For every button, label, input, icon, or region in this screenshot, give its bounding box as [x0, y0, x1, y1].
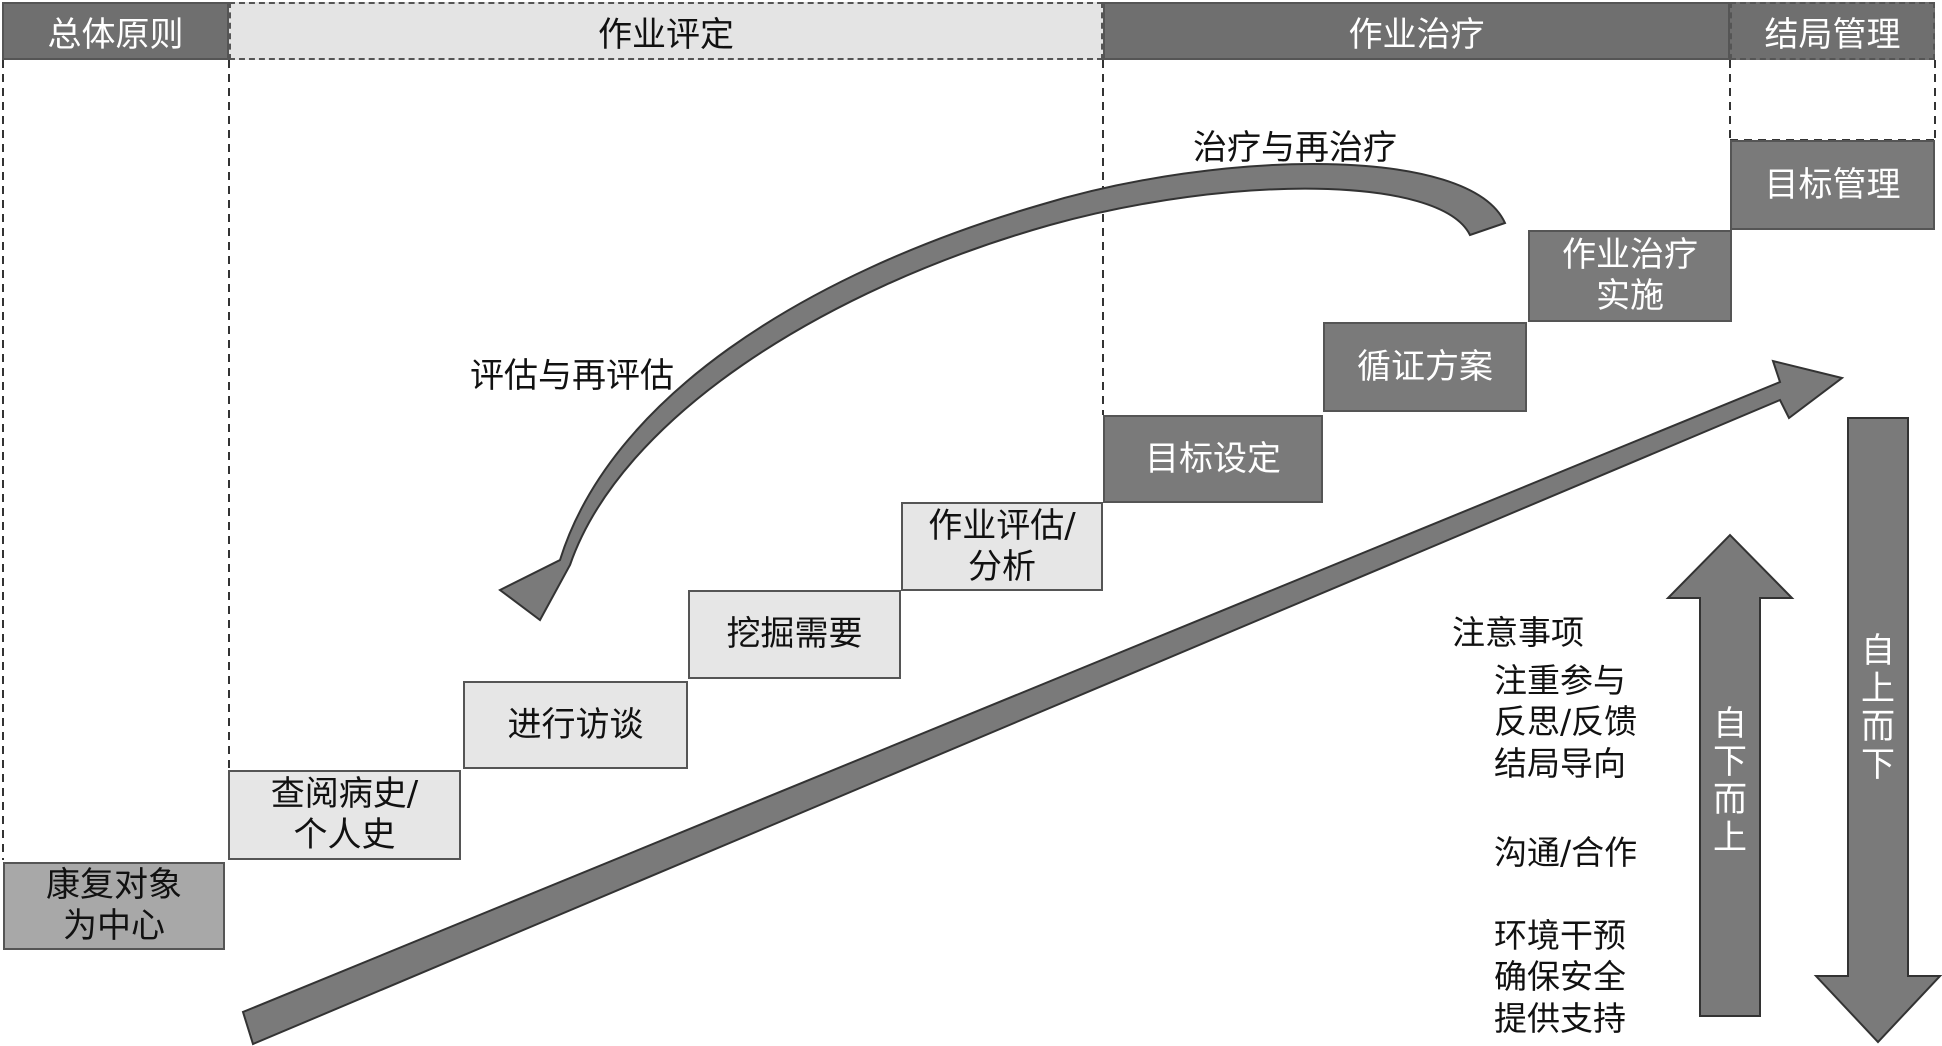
note-item: 反思/反馈: [1494, 702, 1638, 742]
notes-group-2: 沟通/合作: [1494, 832, 1637, 873]
step-review-history-label: 查阅病史/ 个人史: [270, 774, 419, 855]
curved-cycle-arrow: [498, 163, 1507, 622]
step-client-centered-label: 康复对象 为中心: [46, 865, 182, 946]
header-treatment: 作业治疗: [1103, 2, 1730, 60]
step-goal-setting: 目标设定: [1103, 415, 1323, 503]
step-occupational-assessment-label: 作业评估/ 分析: [928, 505, 1076, 587]
step-ot-implementation-label: 作业治疗 实施: [1562, 235, 1698, 316]
step-occupational-assessment: 作业评估/ 分析: [901, 502, 1103, 591]
note-item: 注重参与: [1494, 661, 1626, 700]
label-assess-reassess: 评估与再评估: [470, 356, 674, 396]
step-goal-setting-label: 目标设定: [1145, 438, 1281, 479]
diagonal-progress-arrow: [241, 359, 1845, 1046]
step-client-centered: 康复对象 为中心: [3, 862, 225, 950]
step-evidence-plan: 循证方案: [1323, 322, 1527, 412]
notes-title: 注意事项: [1452, 613, 1584, 652]
step-explore-needs-label: 挖掘需要: [726, 614, 863, 655]
bottom-up-arrow: [1665, 533, 1795, 1017]
step-explore-needs: 挖掘需要: [688, 590, 901, 679]
header-treatment-label: 作业治疗: [1348, 14, 1485, 55]
label-treat-retreat: 治疗与再治疗: [1193, 128, 1397, 168]
top-down-label: 自上而下: [1861, 631, 1895, 786]
step-ot-implementation: 作业治疗 实施: [1528, 230, 1732, 322]
top-down-arrow: [1813, 417, 1942, 1044]
note-item: 沟通/合作: [1494, 833, 1638, 872]
header-evaluation-label: 作业评定: [598, 14, 734, 55]
note-item: 环境干预: [1494, 916, 1626, 955]
header-principle-label: 总体原则: [47, 14, 184, 55]
step-review-history: 查阅病史/ 个人史: [228, 770, 461, 860]
step-evidence-plan-label: 循证方案: [1357, 346, 1493, 387]
bottom-up-label: 自下而上: [1713, 704, 1747, 859]
note-item: 结局导向: [1494, 743, 1626, 783]
notes-group-3: 环境干预 确保安全 提供支持: [1494, 915, 1626, 1039]
step-interview-label: 进行访谈: [507, 704, 644, 745]
step-goal-management: 目标管理: [1730, 140, 1935, 230]
note-item: 确保安全: [1494, 957, 1626, 997]
step-goal-management-label: 目标管理: [1764, 164, 1901, 205]
notes-group-1: 注重参与 反思/反馈 结局导向: [1494, 660, 1637, 784]
note-item: 提供支持: [1494, 998, 1626, 1038]
header-outcome-label: 结局管理: [1764, 14, 1901, 55]
header-outcome: 结局管理: [1730, 2, 1935, 60]
header-evaluation: 作业评定: [229, 2, 1103, 60]
header-principle: 总体原则: [2, 2, 229, 60]
step-interview: 进行访谈: [463, 681, 688, 769]
